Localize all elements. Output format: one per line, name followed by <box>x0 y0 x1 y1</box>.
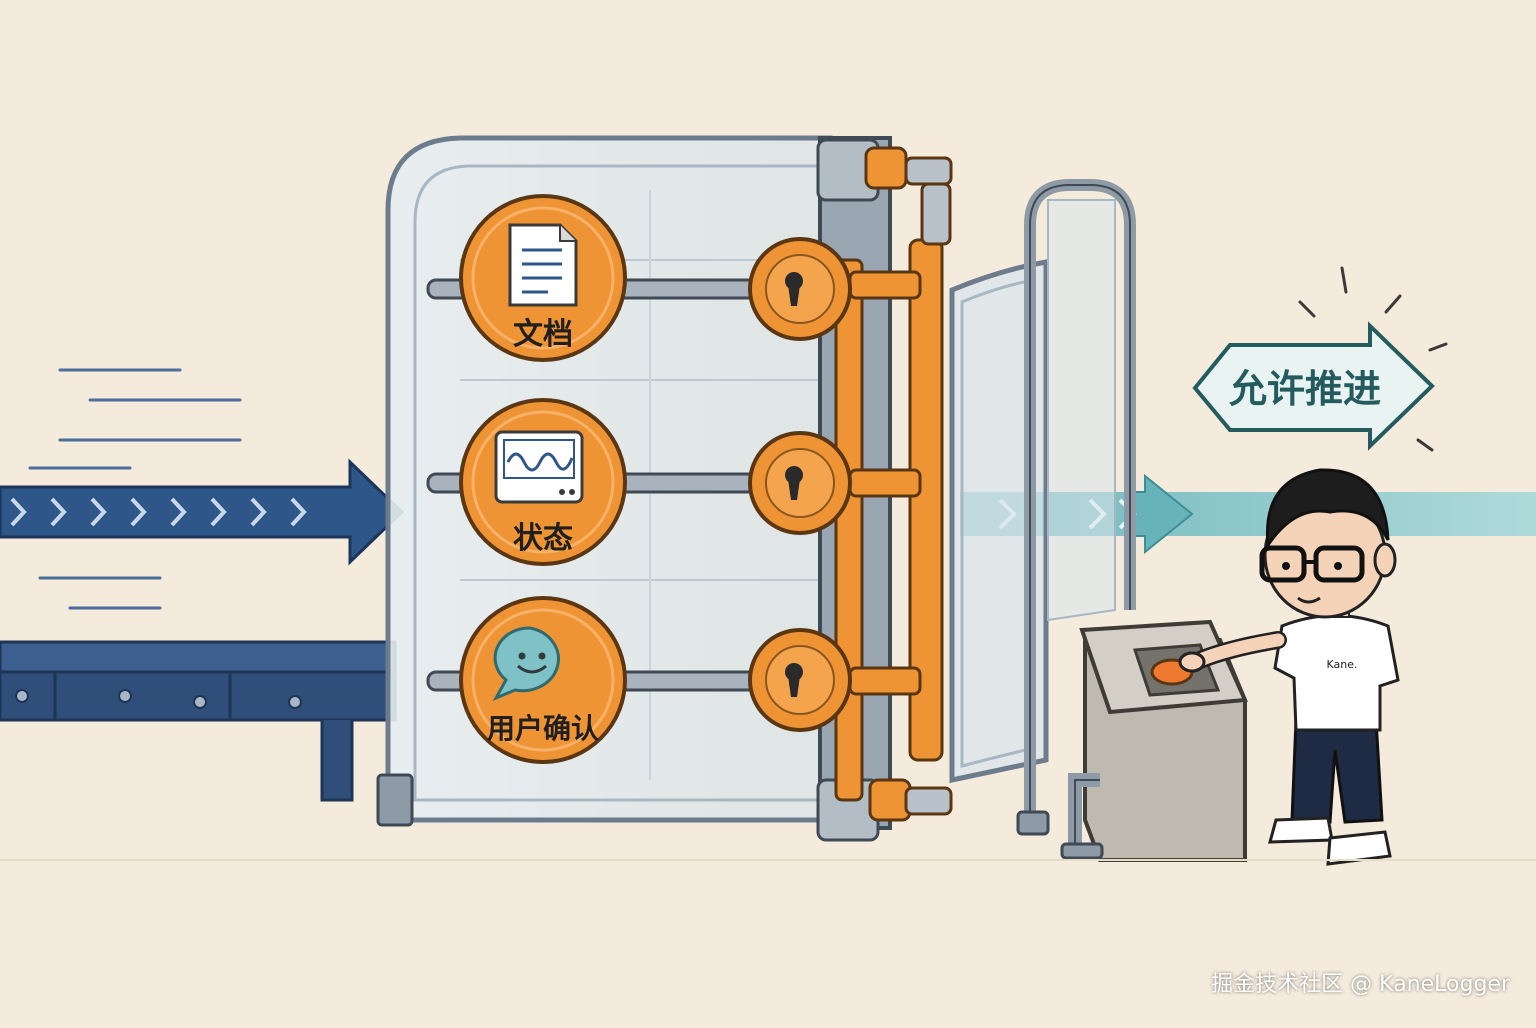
gate-label-document: 文档 <box>513 317 573 352</box>
gate-user-confirm: 用户确认 <box>461 598 625 762</box>
input-flow-arrow <box>0 462 402 562</box>
advance-sign: 允许推进 <box>1195 268 1446 450</box>
shirt-text: Kane. <box>1327 658 1358 671</box>
conveyor-belt <box>0 642 395 800</box>
advance-sign-label: 允许推进 <box>1229 367 1381 411</box>
status-monitor-icon <box>496 432 582 502</box>
gate-document: 文档 <box>461 196 625 360</box>
lock-2 <box>750 433 850 533</box>
lock-1 <box>750 239 850 339</box>
lock-3 <box>750 630 850 730</box>
watermark: 掘金技术社区 @ KaneLogger <box>1211 966 1510 998</box>
gate-label-user-confirm: 用户确认 <box>487 712 599 745</box>
gate-label-status: 状态 <box>513 521 573 556</box>
gate-status: 状态 <box>461 400 625 564</box>
document-icon <box>510 225 576 305</box>
